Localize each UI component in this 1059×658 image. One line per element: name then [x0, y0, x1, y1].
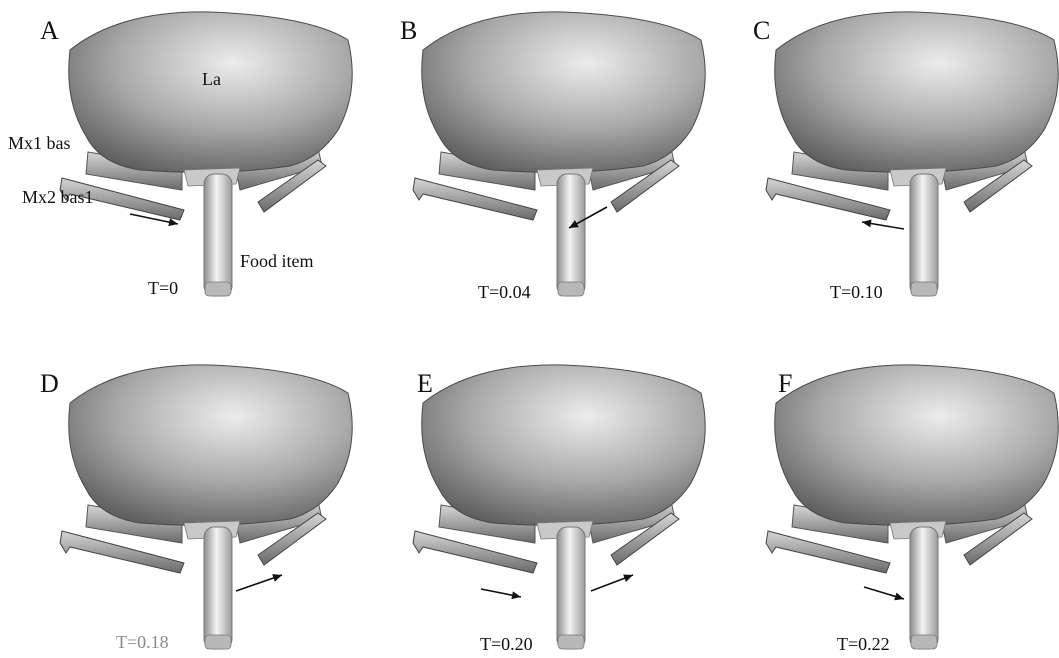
time-label-e: T=0.20	[480, 635, 533, 653]
labium-body	[422, 365, 706, 525]
food-item-rod	[204, 527, 232, 649]
food-item-rod	[204, 174, 232, 296]
panel-letter-b: B	[400, 18, 417, 44]
food-item-rod	[910, 174, 938, 296]
labium-body	[775, 12, 1059, 172]
food-item-end	[558, 282, 584, 296]
panel-c-illustration	[706, 0, 1059, 329]
label-la: La	[202, 70, 221, 88]
food-item-end	[911, 282, 937, 296]
panel-c: C T=0.10	[706, 0, 1059, 329]
panel-letter-c: C	[753, 18, 770, 44]
food-item-end	[205, 282, 231, 296]
labium-body	[69, 12, 353, 172]
time-label-b: T=0.04	[478, 283, 531, 301]
food-item-rod	[557, 527, 585, 649]
label-food-item: Food item	[240, 252, 314, 270]
food-item-rod	[910, 527, 938, 649]
time-label-d: T=0.18	[116, 633, 169, 651]
panel-d: D T=0.18	[0, 329, 353, 658]
food-item-end	[558, 635, 584, 649]
labium-body	[69, 365, 353, 525]
panel-e: E T=0.20	[353, 329, 706, 658]
time-label-f: T=0.22	[837, 635, 890, 653]
panel-letter-a: A	[40, 18, 59, 44]
food-item-end	[205, 635, 231, 649]
movement-arrowhead-0	[272, 574, 282, 582]
time-label-c: T=0.10	[830, 283, 883, 301]
panel-f-illustration	[706, 329, 1059, 658]
panel-e-illustration	[353, 329, 706, 658]
label-mx2-bas1: Mx2 bas1	[22, 188, 94, 206]
movement-arrowhead-0	[511, 591, 521, 599]
labium-body	[422, 12, 706, 172]
panel-a: A La Mx1 bas Mx2 bas1 Food item T=0	[0, 0, 353, 329]
movement-arrowhead-1	[623, 574, 633, 581]
movement-arrowhead-0	[862, 220, 872, 228]
label-mx1-bas: Mx1 bas	[8, 134, 71, 152]
food-item-end	[911, 635, 937, 649]
panel-b-illustration	[353, 0, 706, 329]
labium-body	[775, 365, 1059, 525]
movement-arrowhead-0	[894, 593, 904, 601]
panel-letter-e: E	[417, 371, 433, 397]
panel-f: F T=0.22	[706, 329, 1059, 658]
panel-letter-f: F	[778, 371, 792, 397]
time-label-a: T=0	[148, 279, 178, 297]
panel-letter-d: D	[40, 371, 59, 397]
food-item-rod	[557, 174, 585, 296]
panel-b: B T=0.04	[353, 0, 706, 329]
